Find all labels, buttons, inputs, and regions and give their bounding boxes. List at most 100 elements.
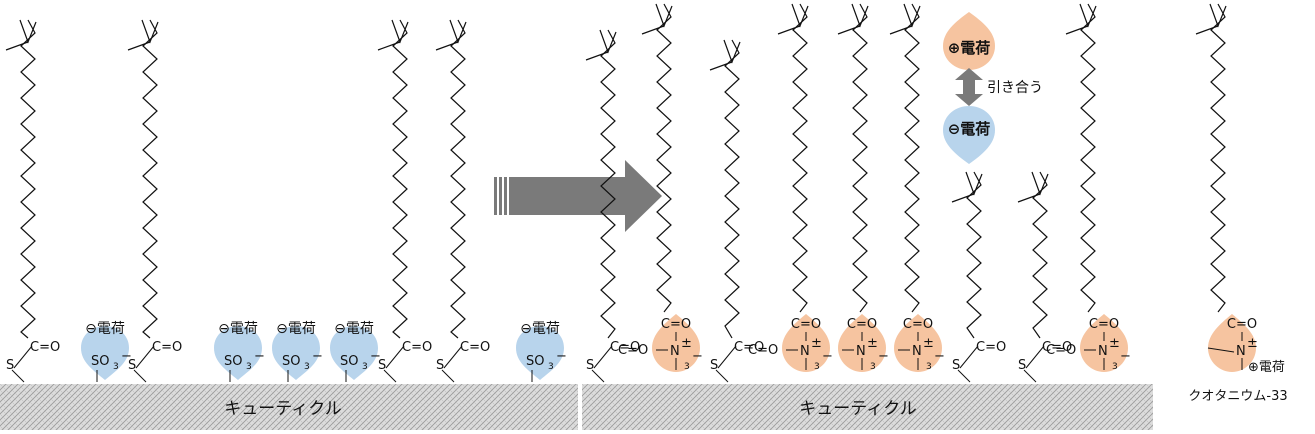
thioester-left-1-bond-down xyxy=(133,369,147,383)
quat-right-1-charge-sign: ± xyxy=(811,336,822,351)
quat-right-1-nitrogen: N xyxy=(800,344,810,359)
thioester-right-1-bond-down xyxy=(715,369,729,383)
thioester-left-3-bond xyxy=(443,345,463,369)
chain-branch xyxy=(951,171,983,203)
thioester-right-2-sulfur: S xyxy=(952,358,960,373)
quat-right-1-link: C=O xyxy=(748,343,778,358)
alkyl-chain xyxy=(904,3,920,313)
negative-charge-drop xyxy=(943,106,995,164)
alkyl-chain xyxy=(724,39,740,339)
alkyl-chain xyxy=(142,19,158,339)
thioester-left-0-carbonyl: C=O xyxy=(30,340,60,355)
positive-charge-label: ⊕電荷 xyxy=(948,39,991,57)
quat-right-4-charge-sign: ± xyxy=(1109,336,1120,351)
cuticle-label-left: キューティクル xyxy=(224,399,341,419)
quat33-bond-left xyxy=(1207,347,1235,353)
attraction-label: 引き合う xyxy=(987,80,1043,96)
alkyl-chain xyxy=(450,19,466,339)
alkyl-chain xyxy=(20,19,36,339)
thioester-right-1-bond xyxy=(717,345,737,369)
cuticle-label-right: キューティクル xyxy=(799,399,916,419)
sulfonate-left-2-minus: − xyxy=(312,349,323,364)
sulfonate-left-3-so: SO xyxy=(340,354,358,369)
alkyl-chain xyxy=(656,3,672,313)
sulfonate-left-3-sub3: 3 xyxy=(362,362,368,372)
quat-right-2-sub3: 3 xyxy=(870,362,876,372)
quat-right-3-carbonyl: C=O xyxy=(903,317,933,332)
thioester-left-1-carbonyl: C=O xyxy=(152,340,182,355)
chain-branch xyxy=(709,39,741,71)
thioester-left-0-bond xyxy=(13,345,33,369)
sulfonate-left-4-charge: ⊖電荷 xyxy=(520,321,560,337)
sulfonate-left-4-drop xyxy=(516,326,564,380)
quat-right-4-sub3: 3 xyxy=(1112,362,1118,372)
quat-right-0-link: C=O xyxy=(618,343,648,358)
thioester-left-3-bond-down xyxy=(441,369,455,383)
attraction-legend: ⊕電荷 引き合う ⊖電荷 xyxy=(943,12,1043,164)
sulfonate-left-0-sub3: 3 xyxy=(113,362,119,372)
thioester-right-1-sulfur: S xyxy=(710,358,718,373)
sulfonate-left-1-so: SO xyxy=(224,354,242,369)
alkyl-chain xyxy=(1210,3,1226,313)
chain-branch xyxy=(777,3,809,35)
chain-branch xyxy=(1195,3,1227,35)
quat-right-1-sub3: 3 xyxy=(814,362,820,372)
quat-right-0-sub3: 3 xyxy=(684,362,690,372)
thioester-left-1-sulfur: S xyxy=(128,358,136,373)
alkyl-chain xyxy=(792,3,808,313)
sulfonate-left-2-charge: ⊖電荷 xyxy=(276,321,316,337)
quat-right-3-minus: − xyxy=(934,349,945,364)
thioester-right-2-carbonyl: C=O xyxy=(976,340,1006,355)
chain-branch xyxy=(585,29,617,61)
chain-branch xyxy=(837,3,869,35)
thioester-left-3-carbonyl: C=O xyxy=(460,340,490,355)
quat-right-3-charge-sign: ± xyxy=(923,336,934,351)
chain-branch xyxy=(377,19,409,51)
quat-right-0-charge-sign: ± xyxy=(681,336,692,351)
quat-right-0-carbonyl: C=O xyxy=(661,317,691,332)
thioester-left-0-sulfur: S xyxy=(6,358,14,373)
thioester-right-3-carbonyl: C=O xyxy=(1042,340,1072,355)
quat33-nitrogen: N xyxy=(1236,344,1246,359)
thioester-left-0-bond-down xyxy=(11,369,25,383)
quat-right-1-carbonyl: C=O xyxy=(791,317,821,332)
thioester-right-3-bond-down xyxy=(1023,369,1037,383)
quat-right-0-drop xyxy=(652,314,700,372)
sulfonate-left-1-charge: ⊖電荷 xyxy=(218,321,258,337)
chain-branch xyxy=(1017,171,1049,203)
quat-right-2-nitrogen: N xyxy=(856,344,866,359)
sulfonate-left-1-drop xyxy=(214,326,262,380)
quat-right-4-drop xyxy=(1080,314,1128,372)
quat-right-2-charge-sign: ± xyxy=(867,336,878,351)
alkyl-chain xyxy=(392,19,408,339)
chain-branch xyxy=(435,19,467,51)
quat33-name: クオタニウム-33 xyxy=(1188,389,1287,404)
quat-right-2-carbonyl: C=O xyxy=(847,317,877,332)
sulfonate-left-2-so: SO xyxy=(282,354,300,369)
thioester-right-0-bond-down xyxy=(591,369,605,383)
quat33-charge-sign: ± xyxy=(1247,336,1258,351)
quat-right-3-sub3: 3 xyxy=(926,362,932,372)
sulfonate-left-3-charge: ⊖電荷 xyxy=(334,321,374,337)
quat-right-2-minus: − xyxy=(878,349,889,364)
quat-right-1-minus: − xyxy=(822,349,833,364)
alkyl-chain xyxy=(600,29,616,339)
thioester-right-0-bond xyxy=(593,345,613,369)
alkyl-chain xyxy=(1080,3,1096,313)
process-arrow xyxy=(494,160,662,232)
positive-charge-drop xyxy=(943,12,995,70)
attraction-double-arrow xyxy=(955,68,983,106)
sulfonate-left-0-drop xyxy=(81,326,129,380)
chain-branch xyxy=(1065,3,1097,35)
sulfonate-left-4-so: SO xyxy=(526,354,544,369)
thioester-right-2-bond xyxy=(959,345,979,369)
cuticle-strip-left xyxy=(0,384,578,430)
quat33-drop xyxy=(1208,314,1256,372)
thioester-right-0-carbonyl: C=O xyxy=(610,340,640,355)
thioester-right-1-carbonyl: C=O xyxy=(734,340,764,355)
thioester-left-2-bond-down xyxy=(383,369,397,383)
cuticle-strip-right xyxy=(582,384,1153,430)
sulfonate-left-0-charge: ⊖電荷 xyxy=(85,321,125,337)
thioester-left-2-bond xyxy=(385,345,405,369)
